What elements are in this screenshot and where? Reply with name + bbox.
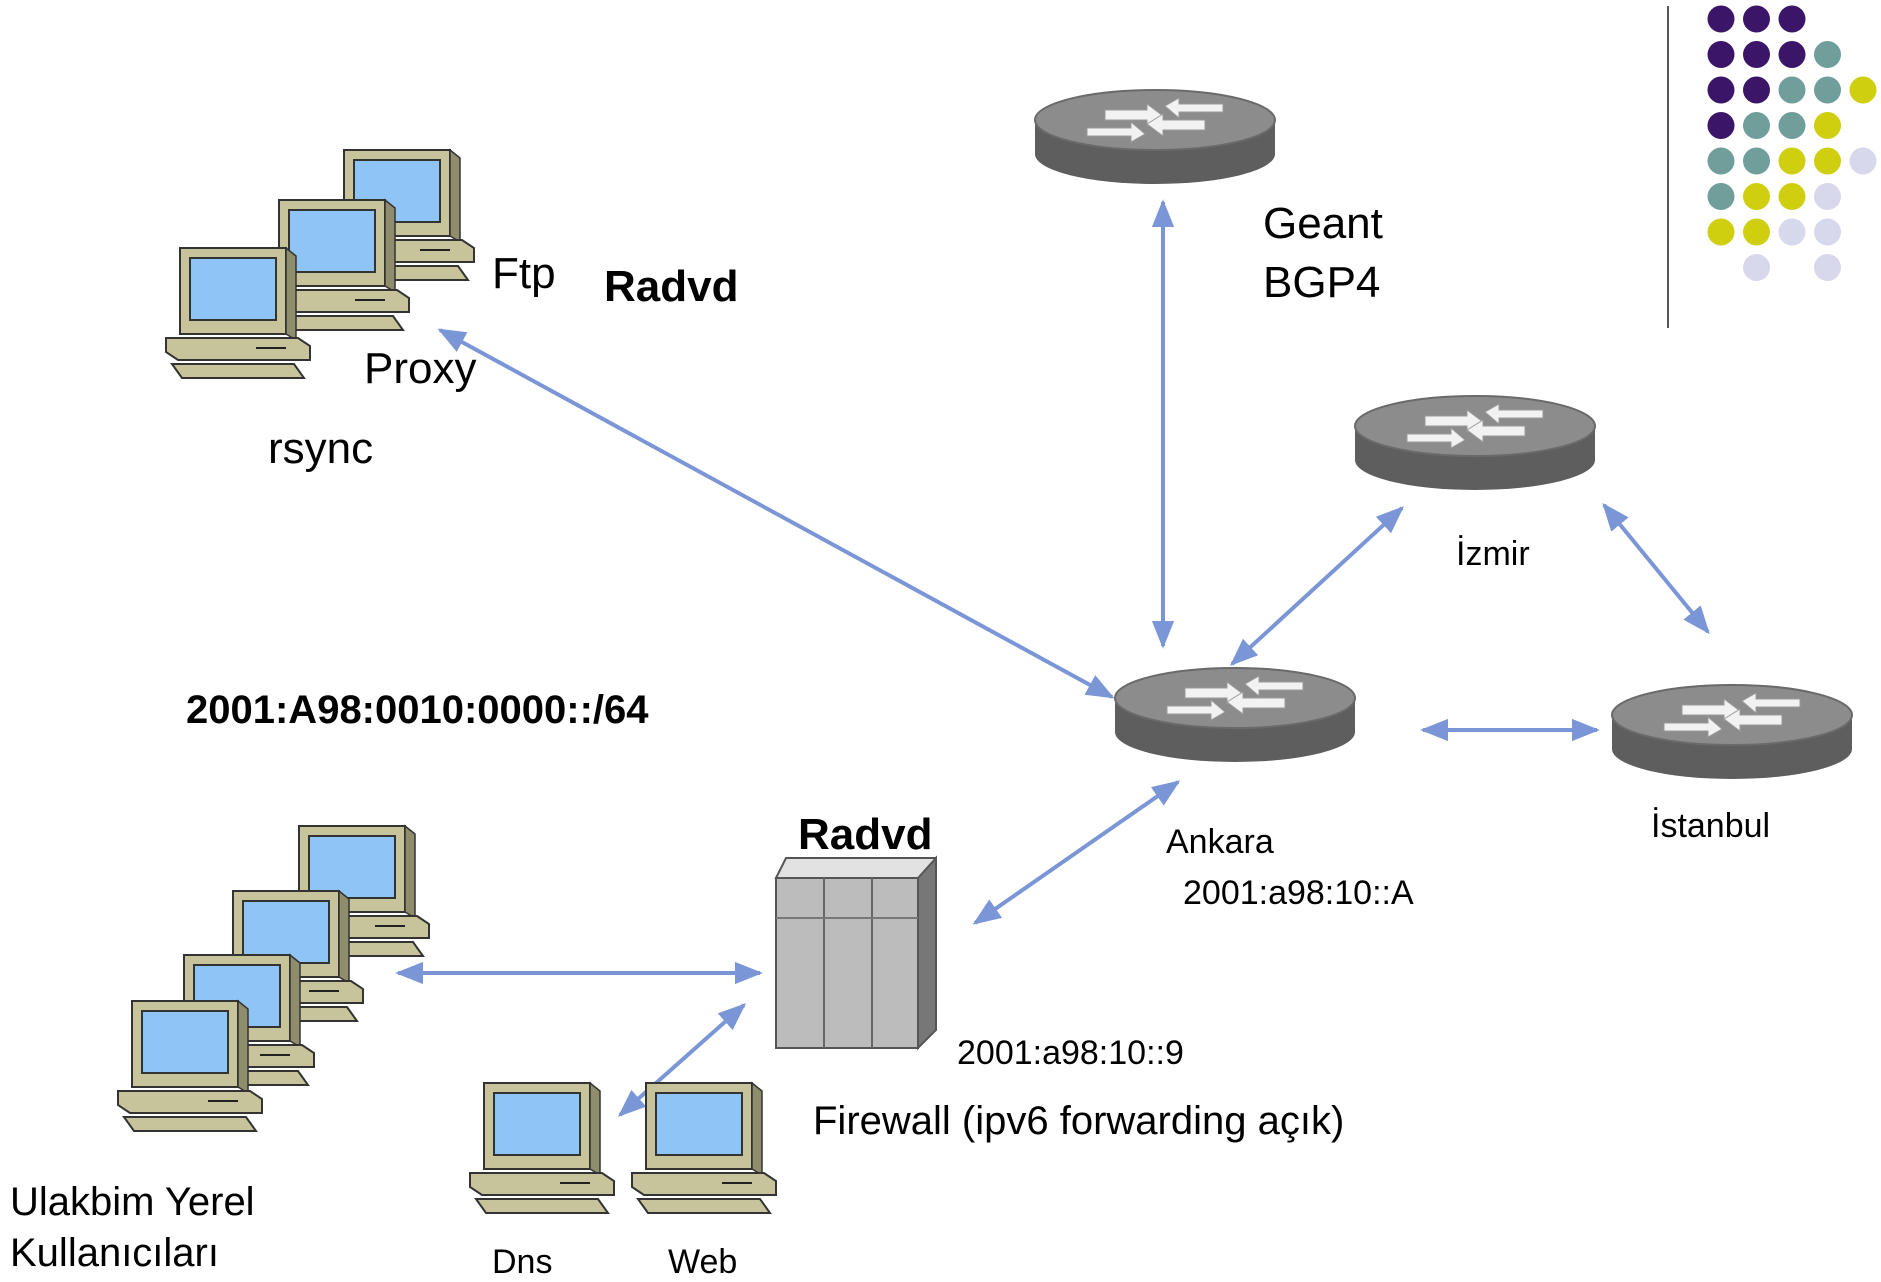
link-firewall-dns [617,1003,747,1117]
dot-teal [1814,41,1841,68]
dot-lavender [1849,147,1877,175]
bgp4-label: BGP4 [1263,258,1381,307]
dot-teal [1778,76,1806,104]
dot-yellow [1849,76,1877,104]
dot-yellow [1743,183,1770,210]
dot-lavender [1778,218,1806,246]
dot-teal [1814,76,1841,104]
dot-purple [1707,76,1735,104]
local-users-cluster-icon [117,825,430,1132]
dot-purple [1743,76,1770,104]
ftp-label: Ftp [492,249,556,298]
dot-yellow [1778,147,1806,175]
istanbul-label: İstanbul [1651,807,1771,845]
geant-label: Geant [1263,199,1383,248]
dot-yellow [1707,218,1735,246]
rsync-label: rsync [268,424,374,473]
router-geant-icon [1034,89,1276,185]
dot-purple [1707,41,1735,68]
dot-yellow [1814,112,1841,139]
dot-purple [1778,41,1806,68]
dot-purple [1707,112,1735,139]
router-ankara-icon [1114,667,1356,763]
firewall-address: 2001:a98:10::9 [957,1034,1184,1072]
dot-teal [1707,183,1735,210]
dot-lavender [1814,218,1841,246]
dot-purple [1707,5,1735,33]
dot-teal [1778,112,1806,139]
ankara-label: Ankara [1166,823,1274,861]
router-izmir-icon [1354,395,1596,491]
dot-teal [1743,112,1770,139]
radvd-top-label: Radvd [604,262,739,311]
link-proxy-ankara [437,328,1115,699]
dns-server-icon [469,1082,615,1214]
proxy-label: Proxy [364,344,477,393]
local-users-label-line2: Kullanıcıları [10,1231,219,1275]
firewall-icon [774,855,937,1051]
decorative-dot-grid [1707,5,1877,281]
web-server-icon [631,1082,777,1214]
dot-yellow [1743,218,1770,246]
link-ankara-firewall [972,780,1181,925]
ankara-address: 2001:a98:10::A [1183,874,1414,912]
dot-yellow [1778,183,1806,210]
dot-teal [1707,147,1735,175]
link-izmir-istanbul [1602,502,1710,635]
dot-purple [1778,5,1806,33]
subnet-label: 2001:A98:0010:0000::/64 [186,688,649,732]
dot-teal [1743,147,1770,175]
dot-purple [1743,5,1770,33]
radvd-firewall-label: Radvd [798,810,933,859]
dot-purple [1743,41,1770,68]
firewall-label: Firewall (ipv6 forwarding açık) [813,1099,1345,1143]
dot-lavender [1814,254,1841,281]
dot-lavender [1743,254,1770,281]
dns-label: Dns [492,1243,553,1281]
link-izmir-ankara [1229,506,1405,666]
local-users-label-line1: Ulakbim Yerel [10,1180,255,1224]
izmir-label: İzmir [1456,535,1530,573]
router-istanbul-icon [1611,684,1853,780]
web-label: Web [668,1243,738,1281]
dot-lavender [1814,183,1841,210]
dot-yellow [1814,147,1841,175]
